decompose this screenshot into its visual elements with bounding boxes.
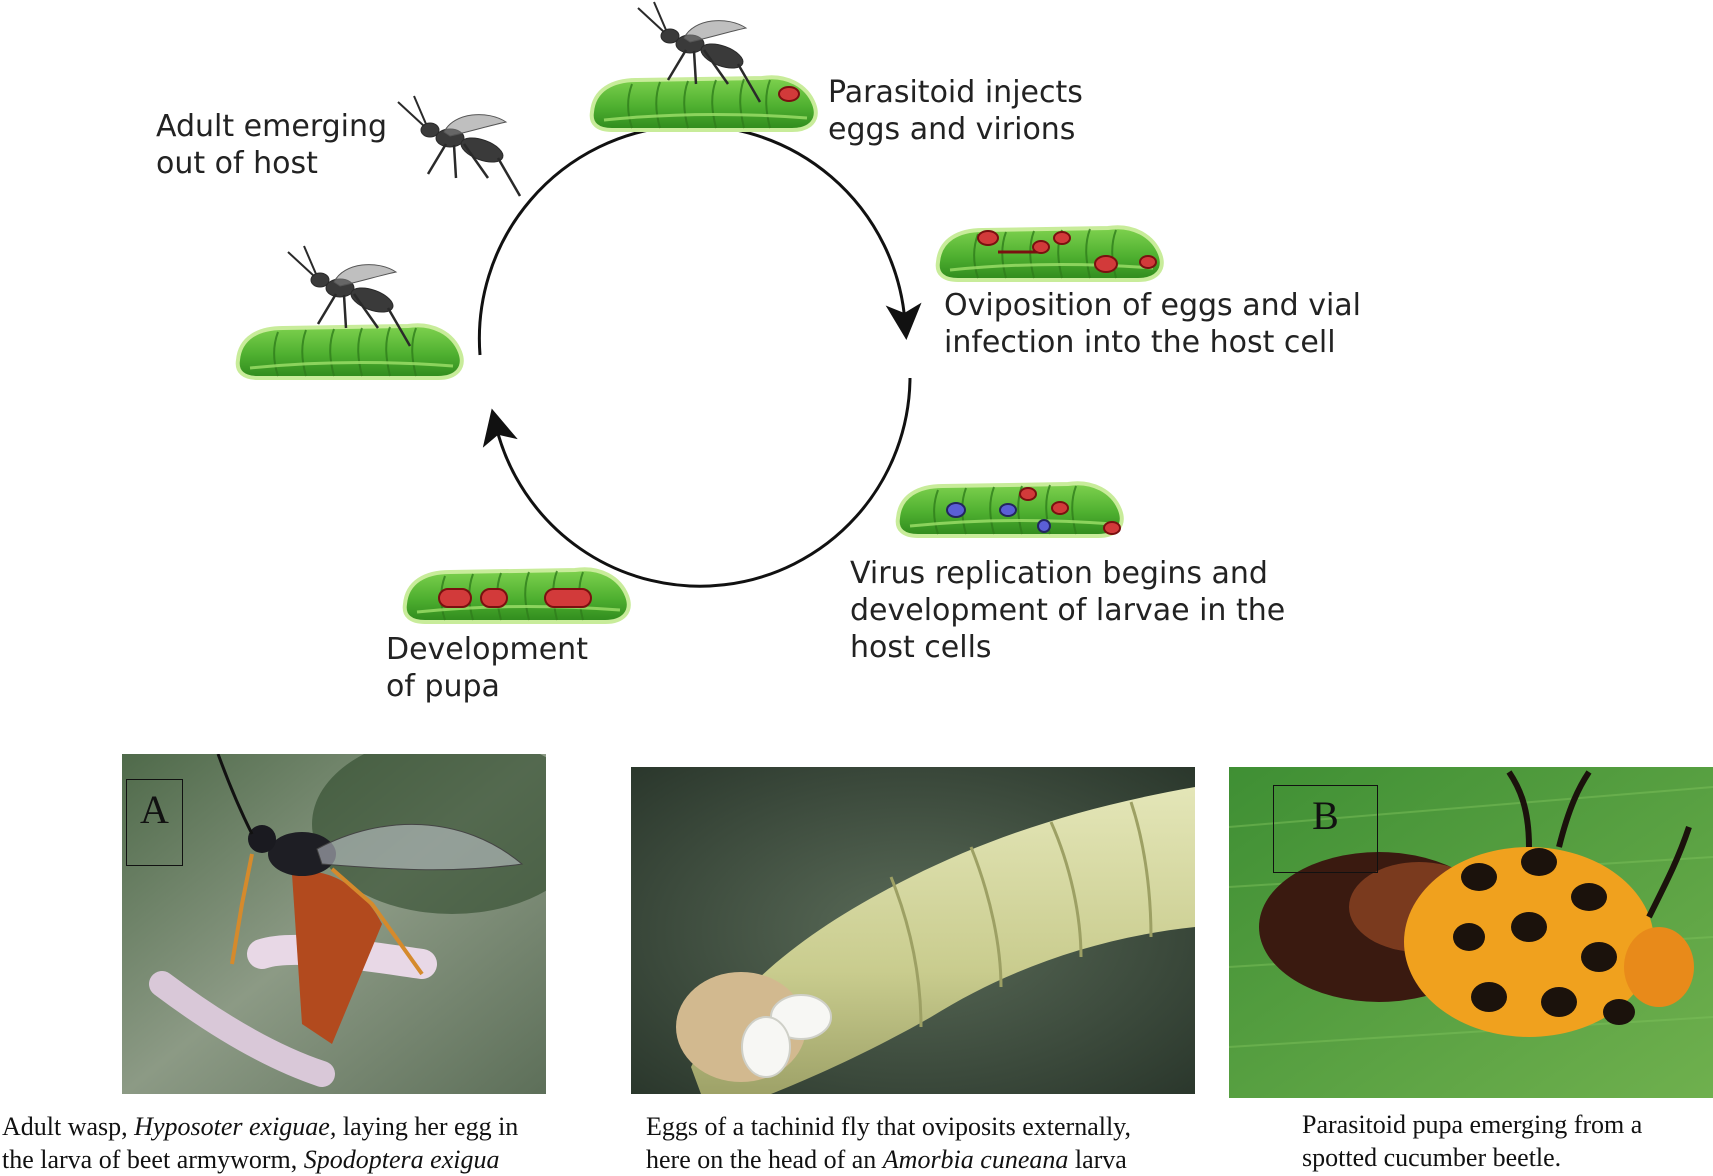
- label-inject: Parasitoid injects eggs and virions: [828, 74, 1083, 148]
- panel-letter-a: A: [126, 779, 183, 866]
- cycle-arrow-bottom: [482, 377, 912, 588]
- label-oviposition: Oviposition of eggs and vial infection i…: [944, 287, 1361, 361]
- caption-middle-line-1: Eggs of a tachinid fly that oviposits ex…: [646, 1112, 1131, 1141]
- label-inject-line-2: eggs and virions: [828, 112, 1076, 147]
- larva-pupa-illustration: [402, 567, 631, 624]
- label-oviposition-line-1: Oviposition of eggs and vial: [944, 288, 1362, 323]
- caption-photo-middle: Eggs of a tachinid fly that oviposits ex…: [646, 1110, 1131, 1176]
- life-cycle-diagram: [235, 0, 1164, 624]
- label-emerging-line-1: Adult emerging: [156, 109, 388, 144]
- caption-a-line-2: the larva of beet armyworm, Spodoptera e…: [2, 1145, 500, 1174]
- photo-wasp-hyposoter: [122, 754, 546, 1094]
- larva-replication-illustration: [895, 481, 1124, 538]
- photo-cucumber-beetle: [1229, 767, 1713, 1098]
- label-replication-line-3: host cells: [850, 630, 992, 665]
- caption-middle-line-2: here on the head of an Amorbia cuneana l…: [646, 1145, 1127, 1174]
- label-emerging-line-2: out of host: [156, 146, 318, 181]
- label-pupa-line-2: of pupa: [386, 669, 500, 704]
- label-replication: Virus replication begins and development…: [850, 555, 1285, 666]
- panel-letter-b: B: [1273, 785, 1378, 873]
- caption-b-line-2: spotted cucumber beetle.: [1302, 1143, 1562, 1172]
- caption-photo-a: Adult wasp, Hyposoter exiguae, laying he…: [2, 1110, 518, 1176]
- label-replication-line-2: development of larvae in the: [850, 593, 1286, 628]
- label-pupa-line-1: Development: [386, 632, 588, 667]
- caption-a-line-1: Adult wasp, Hyposoter exiguae, laying he…: [2, 1112, 519, 1141]
- photo-tachinid-eggs: [631, 767, 1195, 1094]
- label-inject-line-1: Parasitoid injects: [828, 75, 1083, 110]
- label-emerging: Adult emerging out of host: [156, 108, 387, 182]
- larva-inject-illustration: [589, 75, 818, 132]
- wasp-flying-illustration: [396, 94, 522, 198]
- larva-oviposition-illustration: [935, 225, 1164, 282]
- larva-emerging-illustration: [235, 323, 464, 380]
- caption-b-line-1: Parasitoid pupa emerging from a: [1302, 1110, 1643, 1139]
- caption-photo-b: Parasitoid pupa emerging from a spotted …: [1302, 1108, 1642, 1174]
- label-pupa: Development of pupa: [386, 631, 588, 705]
- label-oviposition-line-2: infection into the host cell: [944, 325, 1336, 360]
- cycle-arrow-top: [477, 123, 922, 356]
- label-replication-line-1: Virus replication begins and: [850, 556, 1268, 591]
